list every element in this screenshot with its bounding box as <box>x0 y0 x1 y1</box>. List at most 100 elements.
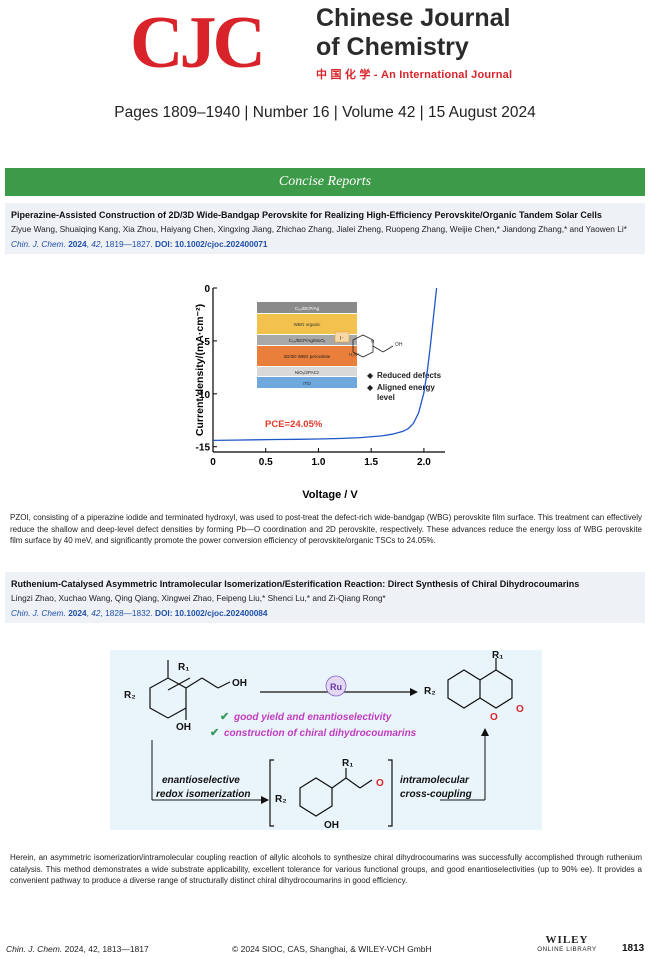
issue-info: Pages 1809–1940 | Number 16 | Volume 42 … <box>114 104 536 121</box>
step2-label-line2: cross-coupling <box>400 789 472 800</box>
device-stack-inset: C₆₀/BCP/Ag WBG organic C₆₀/BCP/Ag/MoOₓ 2… <box>257 302 357 388</box>
article1-doi[interactable]: DOI: 10.1002/cjoc.202400071 <box>154 238 268 249</box>
aldehyde-oxygen-label: O <box>376 778 384 789</box>
article2-title[interactable]: Ruthenium-Catalysed Asymmetric Intramole… <box>11 579 580 589</box>
y-axis-label: Current density/(mA·cm⁻²) <box>195 304 206 436</box>
check-icon: ✔ <box>210 727 219 739</box>
stack-layer <box>257 335 357 345</box>
hydroxyl-label: OH <box>232 678 247 689</box>
article1-journal: Chin. J. Chem. <box>11 238 66 249</box>
section-banner: Concise Reports <box>5 168 645 196</box>
left-arrow-head-icon <box>261 796 269 804</box>
x-tick-label: 0 <box>210 457 216 468</box>
footer-copyright: © 2024 SIOC, CAS, Shanghai, & WILEY-VCH … <box>232 944 432 954</box>
x-axis-label: Voltage / V <box>302 489 358 501</box>
ring-oxygen-label: O <box>490 712 498 723</box>
y-tick-label: -5 <box>201 337 210 348</box>
stack-layer-label: C₆₀/BCP/Ag <box>295 306 320 311</box>
stack-layer <box>257 314 357 334</box>
article1-citation[interactable]: Chin. J. Chem. 2024, 42, 1819—1827. DOI:… <box>11 238 268 249</box>
substituent-r1: R₁ <box>178 662 189 673</box>
y-tick-label: -10 <box>196 390 211 401</box>
journal-subtitle: 中 国 化 学 - An International Journal <box>316 69 513 81</box>
article1-year: 2024 <box>68 238 87 249</box>
substituent-r2: R₂ <box>124 690 136 701</box>
pzoi-molecule <box>352 334 394 358</box>
wiley-online-library-logo[interactable]: WILEY ONLINE LIBRARY <box>532 934 602 953</box>
benefit-chirality: construction of chiral dihydrocoumarins <box>224 728 417 739</box>
stack-layer-label: 2D/3D WBG perovskite <box>284 354 331 359</box>
article1-title[interactable]: Piperazine-Assisted Construction of 2D/3… <box>11 210 602 220</box>
article1-authors: Ziyue Wang, Shuaiqing Kang, Xia Zhou, Ha… <box>11 224 627 234</box>
article2-journal: Chin. J. Chem. <box>11 607 66 618</box>
x-tick-label: 2.0 <box>417 457 431 468</box>
phenol-oh-label: OH <box>176 722 191 733</box>
step1-label-line2: redox isomerization <box>156 789 250 800</box>
journal-name: Chinese Journal of Chemistry <box>316 4 511 62</box>
article1-header: Piperazine-Assisted Construction of 2D/3… <box>5 203 645 254</box>
carbonyl-oxygen-label: O <box>516 704 524 715</box>
stack-layer-label: NiOₓ/2PACz <box>295 370 320 375</box>
figure2-reaction-scheme: R₁ OH R₂ OH Ru R₁ R₂ O O ✔ good yield an… <box>110 650 542 831</box>
article2-doi[interactable]: DOI: 10.1002/cjoc.202400084 <box>154 607 268 618</box>
intermediate-r2: R₂ <box>275 794 287 805</box>
stack-layer-label: C₆₀/BCP/Ag/MoOₓ <box>289 338 326 343</box>
legend-bullet-icon: ◆ <box>367 371 374 380</box>
article1-pages: 1819—1827. <box>105 238 153 249</box>
legend-item: Aligned energy <box>377 383 435 392</box>
article2-header: Ruthenium-Catalysed Asymmetric Intramole… <box>5 572 645 623</box>
molecule-label: OH <box>395 342 403 348</box>
stack-layer <box>257 302 357 313</box>
molecule-label: I⁻ <box>340 336 344 342</box>
wiley-online-library-text: ONLINE LIBRARY <box>537 946 597 953</box>
x-tick-label: 1.0 <box>312 457 326 468</box>
article2-citation[interactable]: Chin. J. Chem. 2024, 42, 1828—1832. DOI:… <box>11 607 268 618</box>
wiley-wordmark: WILEY <box>545 934 589 946</box>
footer-citation: Chin. J. Chem. 2024, 42, 1813—1817 <box>6 944 149 954</box>
y-tick-label: 0 <box>204 284 210 295</box>
catalyst-label: Ru <box>330 682 342 692</box>
right-arrow-head-icon <box>481 728 489 736</box>
legend-bullet-icon: ◆ <box>367 383 374 392</box>
iodide-box <box>334 331 350 343</box>
step2-label: intramolecular <box>400 775 470 786</box>
footer-citation-rest: 2024, 42, 1813—1817 <box>64 944 149 954</box>
journal-name-line2: of Chemistry <box>316 33 469 61</box>
legend-item: Reduced defects <box>377 371 442 380</box>
jv-chart-svg: 0 0.5 1.0 1.5 2.0 0 -5 -10 -15 C₆₀/BCP/Ag WBG or… <box>194 280 450 505</box>
scheme-background <box>110 650 542 830</box>
stack-layer-label: ITO <box>303 381 311 386</box>
article1-abstract: PZOI, consisting of a piperazine iodide … <box>10 513 642 545</box>
cjc-logo: CJC <box>130 2 266 84</box>
footer-journal: Chin. J. Chem. <box>6 944 63 954</box>
y-tick-label: -15 <box>196 443 211 454</box>
stack-layer <box>257 377 357 388</box>
substrate-structure <box>149 660 231 720</box>
intermediate-structure <box>269 759 393 827</box>
figure1-jv-chart: 0 0.5 1.0 1.5 2.0 0 -5 -10 -15 C₆₀/BCP/Ag WBG or… <box>194 280 450 505</box>
x-tick-label: 1.5 <box>364 457 378 468</box>
stack-layer-label: WBG organic <box>294 322 322 327</box>
check-icon: ✔ <box>220 711 229 723</box>
stack-layer <box>257 346 357 366</box>
x-tick-label: 0.5 <box>259 457 273 468</box>
molecule-label: N <box>371 339 374 344</box>
journal-name-line1: Chinese Journal <box>316 4 511 32</box>
molecule-label: H₂N⁺ <box>349 352 360 357</box>
legend-item: level <box>377 393 395 402</box>
product-r1: R₁ <box>492 650 503 661</box>
page-number: 1813 <box>622 943 645 954</box>
intermediate-r1: R₁ <box>342 758 353 769</box>
article1-volume: 42 <box>91 238 101 249</box>
stack-layer <box>257 367 357 376</box>
product-structure <box>447 658 513 709</box>
reaction-scheme-svg: R₁ OH R₂ OH Ru R₁ R₂ O O ✔ good yield an… <box>110 650 542 831</box>
benefit-yield: good yield and enantioselectivity <box>233 712 392 723</box>
article2-abstract: Herein, an asymmetric isomerization/intr… <box>10 853 642 885</box>
pce-label: PCE=24.05% <box>265 419 323 430</box>
article2-pages: 1828—1832. <box>105 607 153 618</box>
product-r2: R₂ <box>424 686 436 697</box>
article2-authors: Lingzi Zhao, Xuchao Wang, Qing Qiang, Xi… <box>11 593 386 603</box>
jv-curve-line <box>212 287 438 442</box>
article2-volume: 42 <box>91 607 101 618</box>
